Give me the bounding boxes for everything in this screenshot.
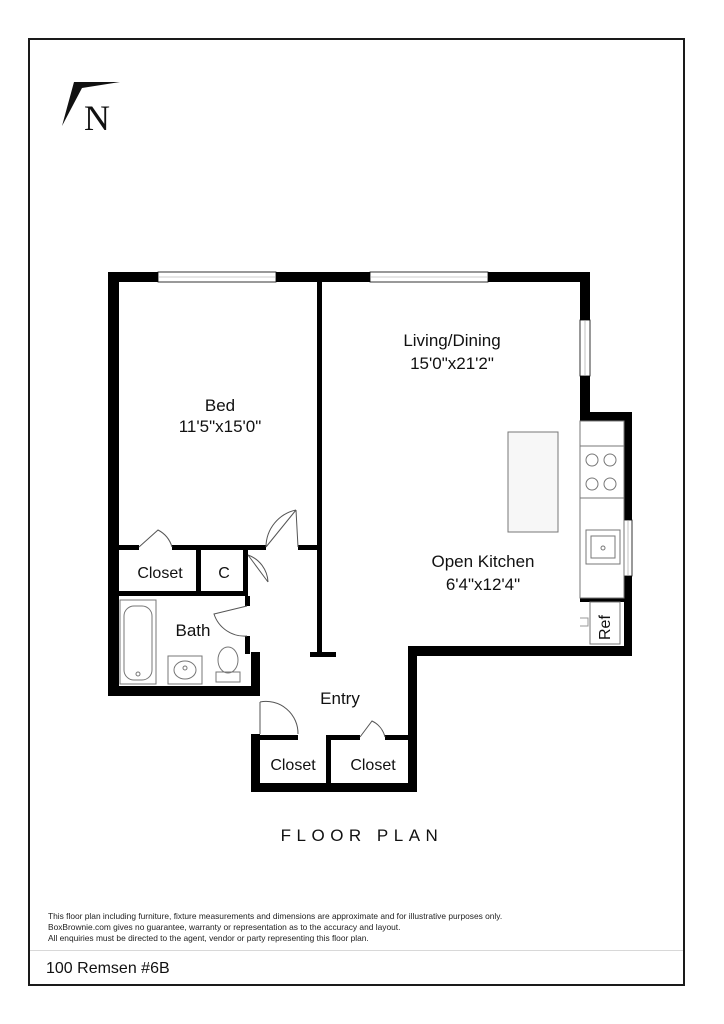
footer-divider: [30, 950, 683, 951]
door-swings: [138, 509, 386, 738]
door-bath: [213, 605, 248, 637]
disclaimer-line: All enquiries must be directed to the ag…: [48, 933, 369, 943]
ref-label: Ref: [597, 615, 614, 640]
property-address: 100 Remsen #6B: [46, 960, 170, 977]
open-kitchen-dimensions: 6'4"x12'4": [446, 575, 520, 594]
door-closet-bed: [138, 529, 173, 548]
interior-walls: [119, 282, 624, 785]
closet-c-label: C: [218, 565, 230, 582]
kitchen-sink: [585, 529, 621, 565]
kitchen-island: [507, 431, 559, 533]
door-closet-right: [359, 720, 386, 738]
closet-entry-left-label: Closet: [270, 757, 316, 774]
page-frame: [28, 38, 685, 986]
open-kitchen-name: Open Kitchen: [431, 552, 534, 571]
north-compass: N: [62, 82, 120, 138]
compass-arrow-icon: [62, 82, 120, 126]
bed-dimensions: 11'5"x15'0": [179, 417, 262, 436]
refrigerator: [589, 601, 621, 645]
bathtub: [119, 599, 157, 685]
stove: [579, 445, 625, 499]
bath-sink: [167, 655, 203, 685]
disclaimer-line: This floor plan including furniture, fix…: [48, 911, 503, 921]
plan-title: FLOOR PLAN: [280, 826, 444, 845]
closet-bed-label: Closet: [137, 565, 183, 582]
entry-label: Entry: [320, 689, 360, 708]
living-dining-name: Living/Dining: [403, 331, 500, 350]
door-entry: [259, 700, 299, 735]
bed-name: Bed: [205, 396, 235, 415]
door-closet-c: [247, 554, 269, 583]
room-labels: Bed 11'5"x15'0" Living/Dining 15'0"x21'2…: [137, 331, 614, 774]
bath-fixtures: [119, 599, 241, 685]
disclaimer-line: BoxBrownie.com gives no guarantee, warra…: [48, 922, 401, 932]
disclaimer: This floor plan including furniture, fix…: [48, 911, 502, 944]
compass-letter: N: [84, 98, 110, 138]
kitchen-fixtures: [507, 420, 625, 645]
toilet-tank: [215, 671, 241, 683]
living-dining-dimensions: 15'0"x21'2": [410, 354, 494, 373]
toilet-bowl: [217, 646, 239, 674]
closet-entry-right-label: Closet: [350, 757, 396, 774]
kitchen-counter: [579, 420, 625, 599]
bath-label: Bath: [176, 621, 211, 640]
door-bed: [265, 509, 299, 548]
